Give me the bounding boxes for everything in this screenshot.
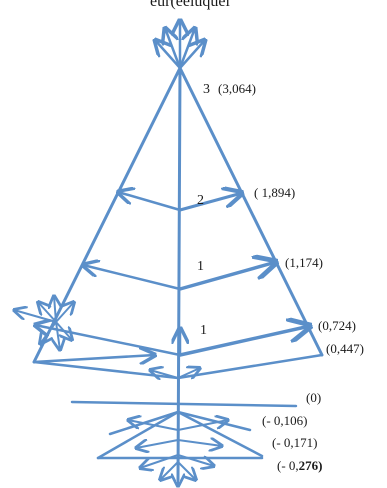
base-lines bbox=[32, 355, 324, 378]
tier1a-level-label: 1 bbox=[197, 259, 204, 274]
apex-value-label: (3,064) bbox=[218, 81, 256, 96]
tier2-level-label: 2 bbox=[197, 193, 204, 208]
tree-right-side bbox=[178, 66, 324, 357]
apex-level-label: 3 bbox=[203, 82, 210, 97]
cropped-top-text: eur(éeluquél bbox=[150, 0, 231, 10]
zero-line bbox=[70, 400, 298, 408]
neg2-value-label: (- 0,171) bbox=[272, 435, 318, 450]
tier2-arrows bbox=[118, 192, 242, 212]
tree-trunk bbox=[176, 66, 182, 482]
zero-value-label: (0) bbox=[306, 390, 321, 405]
neg3-bold: 276) bbox=[299, 458, 323, 473]
apex-arrows bbox=[155, 20, 205, 70]
tier2-value-label: ( 1,894) bbox=[254, 185, 295, 200]
base-value-label: (0,447) bbox=[326, 341, 364, 356]
tier1a-value-label: (1,174) bbox=[285, 255, 323, 270]
neg3-value-label: (- 0,276) bbox=[277, 458, 323, 473]
neg3-prefix: (- 0, bbox=[277, 458, 299, 473]
tree-left-side bbox=[32, 66, 182, 364]
left-star-cluster bbox=[14, 296, 74, 350]
labels: 3 (3,064) 2 ( 1,894) 1 (1,174) 1 (0,724)… bbox=[197, 81, 364, 473]
tier1b-value-label: (0,724) bbox=[318, 318, 356, 333]
neg1-value-label: (- 0,106) bbox=[262, 413, 308, 428]
tier1b-level-label: 1 bbox=[200, 323, 207, 338]
tier1a-arrows bbox=[83, 262, 276, 291]
tier1b-arrows bbox=[35, 325, 310, 357]
lower-fan bbox=[96, 410, 264, 486]
